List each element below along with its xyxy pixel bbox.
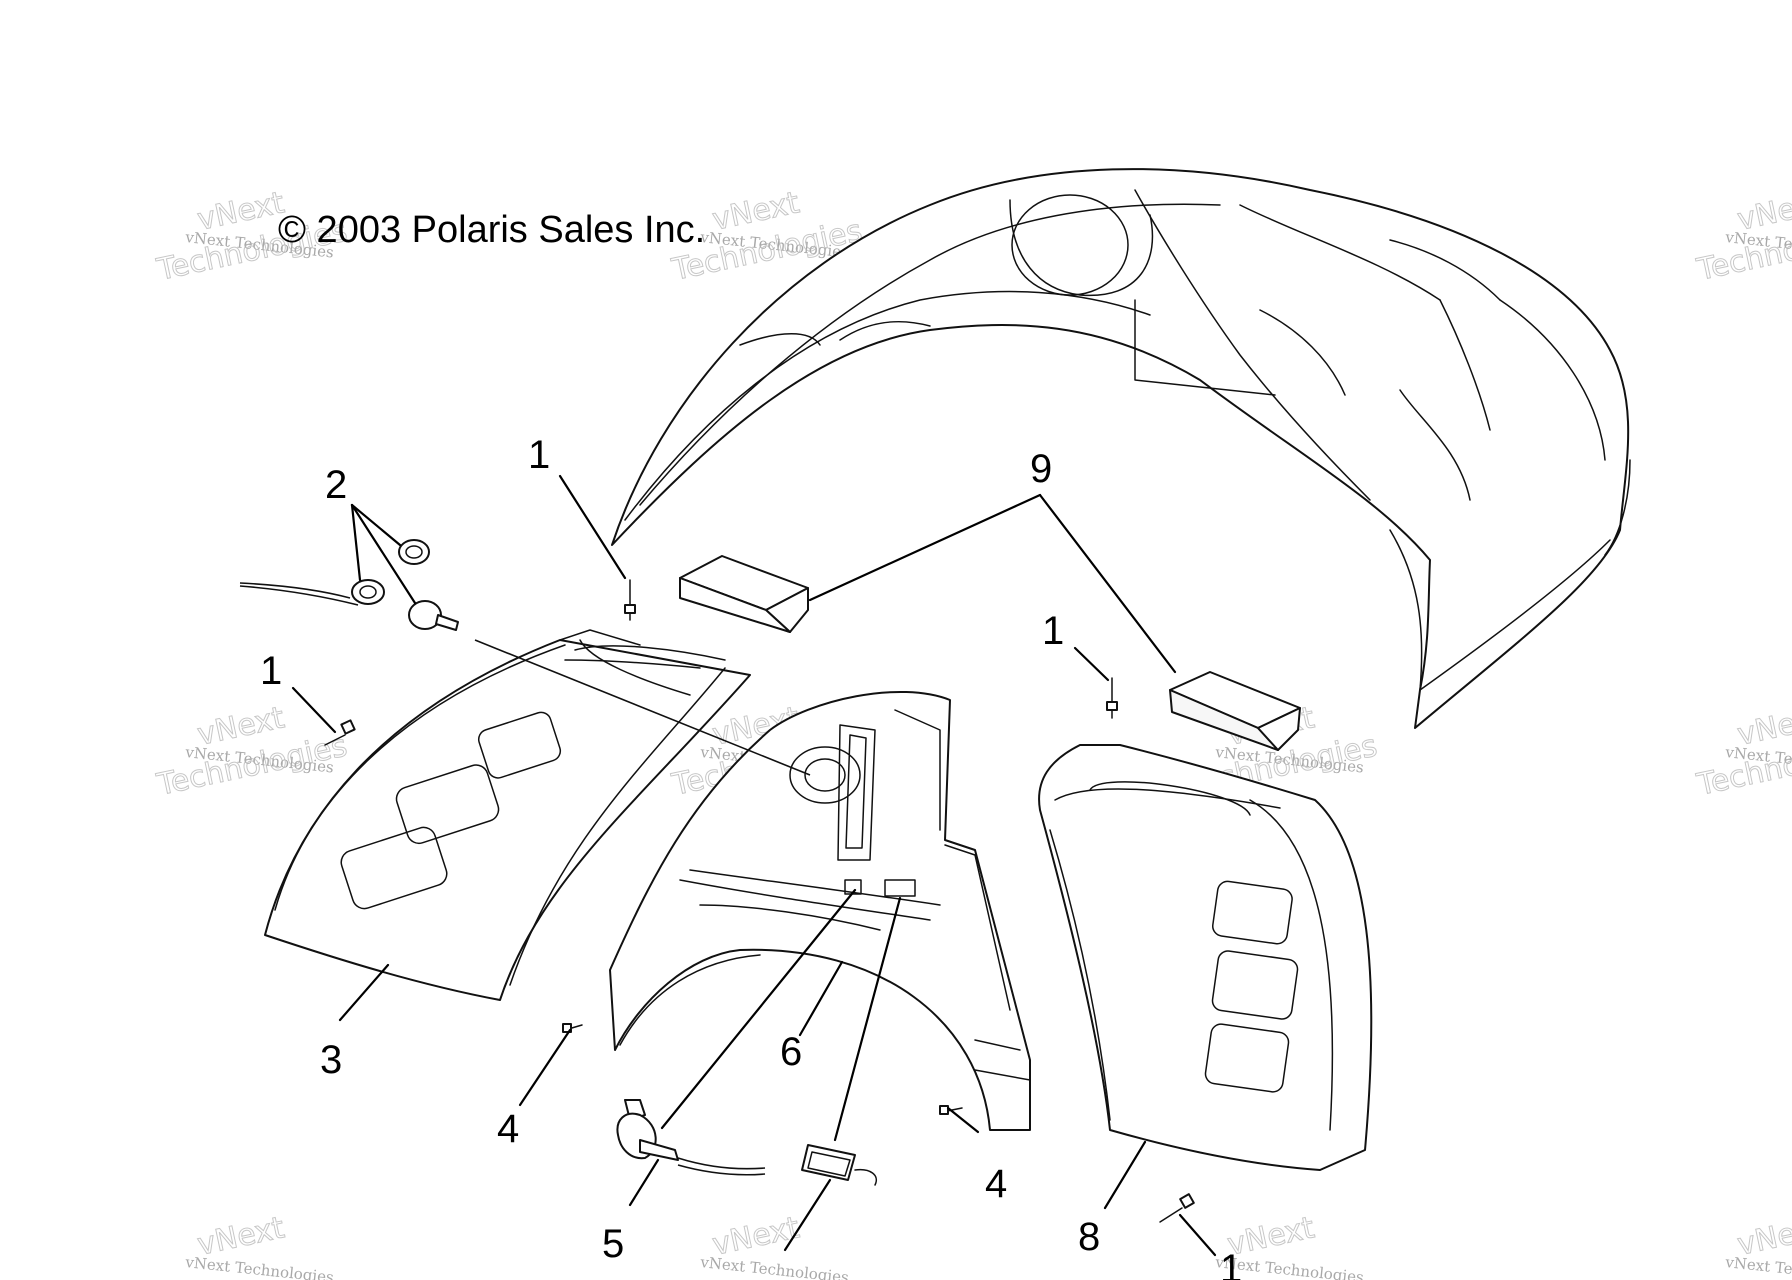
callout-8: 8 bbox=[1078, 1215, 1100, 1259]
watermark: vNext vNext Technologies Technologies bbox=[1693, 185, 1792, 289]
callout-1: 1 bbox=[260, 649, 282, 693]
copyright-notice: © 2003 Polaris Sales Inc. bbox=[278, 209, 705, 251]
screw bbox=[1159, 1193, 1195, 1223]
leader-lines bbox=[291, 474, 1217, 1257]
right-side-panel bbox=[1038, 744, 1373, 1171]
callout-1: 1 bbox=[1220, 1247, 1242, 1280]
watermark-small: vNext Technologies bbox=[1724, 1253, 1792, 1280]
callout-9: 9 bbox=[1030, 447, 1052, 491]
switch bbox=[616, 1099, 766, 1176]
callout-2: 2 bbox=[325, 463, 347, 507]
left-side-panel bbox=[264, 629, 751, 1001]
watermark: vNext vNext Technologies bbox=[699, 1210, 850, 1280]
grommet-assembly bbox=[239, 539, 811, 776]
screw bbox=[1106, 677, 1118, 719]
callout-1: 1 bbox=[1042, 609, 1064, 653]
callout-1: 1 bbox=[528, 433, 550, 477]
watermark: vNext vNext Technologies Technologies bbox=[668, 185, 866, 289]
callout-4: 4 bbox=[985, 1162, 1007, 1206]
hood-part bbox=[611, 168, 1631, 729]
watermark: vNext vNext Technologies Technologies bbox=[1693, 700, 1792, 804]
foam-block-upper bbox=[679, 555, 809, 633]
watermark: vNext vNext Technologies bbox=[1724, 1210, 1792, 1280]
bolt bbox=[562, 1023, 583, 1033]
callouts: 1 9 2 1 1 3 4 4 5 6 8 1 bbox=[260, 433, 1242, 1280]
callout-3: 3 bbox=[320, 1038, 342, 1082]
screw bbox=[624, 579, 636, 621]
foam-block-lower bbox=[1169, 671, 1301, 751]
watermark-small: vNext Technologies bbox=[184, 1253, 335, 1280]
watermark-small: vNext Technologies bbox=[699, 1253, 850, 1280]
connector bbox=[801, 1144, 877, 1186]
callout-6: 6 bbox=[780, 1030, 802, 1074]
screw bbox=[324, 719, 356, 746]
center-console bbox=[609, 690, 1031, 1131]
callout-4: 4 bbox=[497, 1107, 519, 1151]
callout-5: 5 bbox=[602, 1222, 624, 1266]
watermark: vNext vNext Technologies bbox=[184, 1210, 335, 1280]
